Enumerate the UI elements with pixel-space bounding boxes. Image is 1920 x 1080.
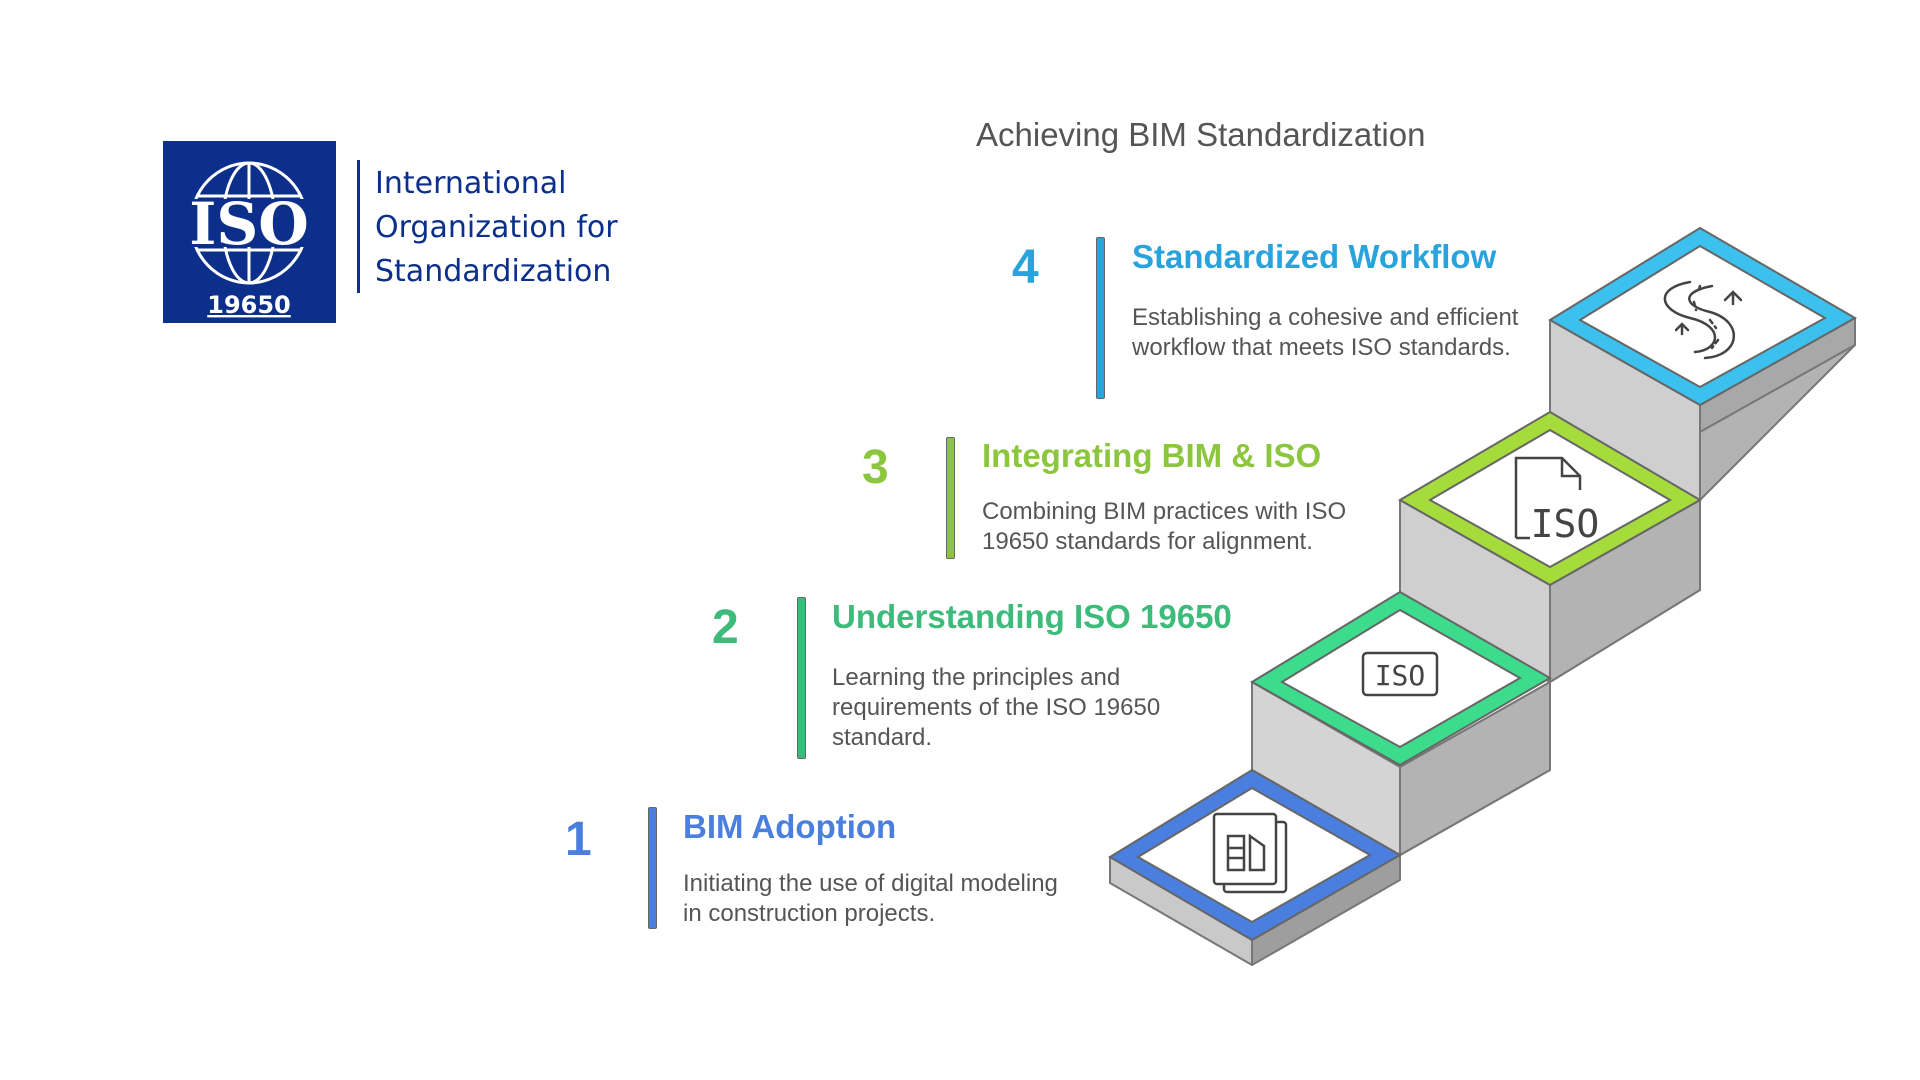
- iso-badge-text: ISO: [1375, 659, 1426, 692]
- step-bar: [946, 437, 955, 559]
- step-heading: Integrating BIM & ISO: [982, 437, 1322, 474]
- step-number: 4: [1012, 241, 1039, 294]
- step-description: Initiating the use of digital modeling i…: [683, 870, 1058, 927]
- iso-document-text: ISO: [1531, 502, 1600, 546]
- step-description: Establishing a cohesive and efficient wo…: [1132, 304, 1519, 361]
- globe-icon: ISO 19650: [173, 161, 326, 319]
- iso-logo-badge: ISO 19650: [163, 141, 336, 323]
- step-number: 3: [862, 441, 889, 494]
- logo-org-line: Organization for: [375, 210, 618, 245]
- blueprint-icon: [1212, 812, 1288, 894]
- logo-divider: [357, 160, 360, 293]
- iso-badge-icon: ISO: [1361, 651, 1439, 697]
- step-number: 2: [712, 601, 739, 654]
- step-description: Learning the principles and requirements…: [832, 664, 1161, 751]
- logo-badge-text: ISO: [189, 190, 309, 258]
- step-description: Combining BIM practices with ISO 19650 s…: [982, 498, 1347, 555]
- step-heading: Understanding ISO 19650: [832, 598, 1232, 635]
- page-title: Achieving BIM Standardization: [976, 116, 1426, 153]
- step-4-tile: [1548, 226, 1858, 407]
- logo-org-name: International Organization for Standardi…: [375, 162, 618, 294]
- step-heading: BIM Adoption: [683, 808, 897, 845]
- logo-badge-number: 19650: [207, 291, 291, 319]
- step-3-tile: [1397, 410, 1703, 587]
- step-number: 1: [565, 813, 592, 866]
- winding-road-icon: [1663, 280, 1743, 360]
- logo-org-line: Standardization: [375, 254, 612, 289]
- step-bar: [1096, 237, 1105, 399]
- step-bar: [648, 807, 657, 929]
- step-bar: [797, 597, 806, 759]
- logo-org-line: International: [375, 166, 567, 201]
- iso-document-icon: ISO: [1514, 456, 1600, 546]
- step-heading: Standardized Workflow: [1132, 238, 1497, 275]
